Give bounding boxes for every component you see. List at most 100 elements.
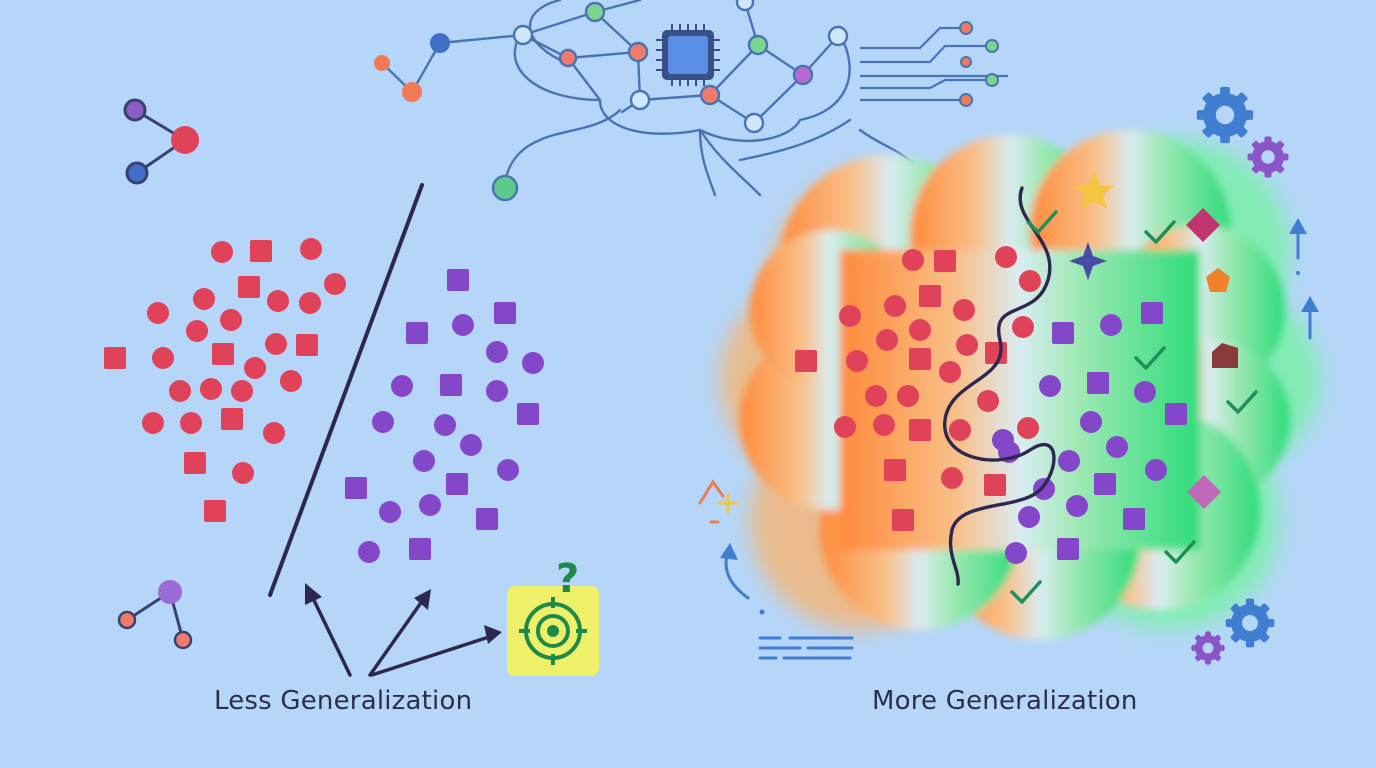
class-a-point (934, 250, 956, 272)
class-a-point (324, 273, 346, 295)
class-a-point (909, 348, 931, 370)
class-a-point (250, 240, 272, 262)
class-a-point (949, 419, 971, 441)
class-a-point (280, 370, 302, 392)
class-a-point (184, 452, 206, 474)
class-b-point (345, 477, 367, 499)
class-a-point (186, 320, 208, 342)
class-a-point (956, 334, 978, 356)
question-mark: ? (556, 556, 579, 602)
class-a-point (263, 422, 285, 444)
label-more-generalization: More Generalization (872, 686, 1138, 716)
class-b-point (517, 403, 539, 425)
class-b-point (434, 414, 456, 436)
class-a-point (873, 414, 895, 436)
class-a-point (204, 500, 226, 522)
pointer-arrows (308, 590, 494, 677)
class-b-point (446, 473, 468, 495)
gear-icon (1196, 86, 1254, 144)
class-b-point (419, 494, 441, 516)
class-a-point (1019, 270, 1041, 292)
class-a-point (220, 309, 242, 331)
class-a-points-right (795, 246, 1041, 531)
class-b-point (358, 541, 380, 563)
class-a-point (238, 276, 260, 298)
class-a-point (142, 412, 164, 434)
pentagon-shape (1212, 343, 1238, 368)
class-b-point (1066, 495, 1088, 517)
nonlinear-decision-boundary (943, 186, 1056, 586)
class-a-point (909, 319, 931, 341)
molecule-icon (374, 33, 450, 102)
pentagon-shape (1206, 268, 1230, 292)
class-a-point (876, 329, 898, 351)
class-a-point (232, 462, 254, 484)
class-b-point (522, 352, 544, 374)
linear-decision-boundary (268, 183, 424, 597)
molecule-icon (123, 98, 199, 185)
class-b-point (440, 374, 462, 396)
class-a-point (193, 288, 215, 310)
class-b-point (1057, 538, 1079, 560)
class-a-point (985, 342, 1007, 364)
class-a-point (919, 285, 941, 307)
class-b-point (497, 459, 519, 481)
class-b-point (1087, 372, 1109, 394)
arrow-up-icon (1289, 218, 1319, 340)
class-b-point (452, 314, 474, 336)
class-b-point (413, 450, 435, 472)
class-b-point (372, 411, 394, 433)
class-a-point (892, 509, 914, 531)
class-a-point (152, 347, 174, 369)
class-a-point (795, 350, 817, 372)
sparkle-icon (1069, 242, 1107, 280)
gear-icon (1247, 136, 1289, 178)
target-center (547, 625, 559, 637)
class-a-point (865, 385, 887, 407)
class-b-point (1052, 322, 1074, 344)
arrow-heads (305, 583, 502, 644)
class-b-point (379, 501, 401, 523)
circuit-lines (860, 26, 1008, 102)
circuit-nodes (959, 21, 999, 107)
class-b-point (486, 341, 508, 363)
class-b-point (1080, 411, 1102, 433)
class-a-point (897, 385, 919, 407)
diamond-shape (1187, 475, 1221, 509)
class-b-point (1141, 302, 1163, 324)
diamond-shape (1186, 208, 1220, 242)
class-b-point (1033, 478, 1055, 500)
class-b-point (391, 375, 413, 397)
target-icon (519, 597, 587, 665)
chip-icon (656, 24, 720, 86)
class-b-point (1039, 375, 1061, 397)
class-b-point (1005, 542, 1027, 564)
class-b-point (1018, 506, 1040, 528)
class-b-point (486, 380, 508, 402)
class-b-point (1058, 450, 1080, 472)
class-a-point (180, 412, 202, 434)
class-b-point (447, 269, 469, 291)
class-b-point (476, 508, 498, 530)
text-lines-icon (758, 636, 854, 660)
class-a-point (1017, 417, 1039, 439)
class-b-point (1094, 473, 1116, 495)
network-nodes (491, 0, 849, 202)
class-a-point (211, 241, 233, 263)
spark-icon (698, 479, 739, 524)
class-b-point (1106, 436, 1128, 458)
label-less-generalization: Less Generalization (214, 686, 473, 716)
class-a-point (212, 343, 234, 365)
class-a-point (265, 333, 287, 355)
class-a-point (200, 378, 222, 400)
class-b-point (1123, 508, 1145, 530)
class-a-point (977, 390, 999, 412)
checkmark-icon (1010, 210, 1258, 604)
class-a-point (995, 246, 1017, 268)
class-a-point (1012, 316, 1034, 338)
class-a-point (941, 467, 963, 489)
class-b-point (1134, 381, 1156, 403)
class-b-point (494, 302, 516, 324)
gear-icon (1191, 631, 1225, 665)
